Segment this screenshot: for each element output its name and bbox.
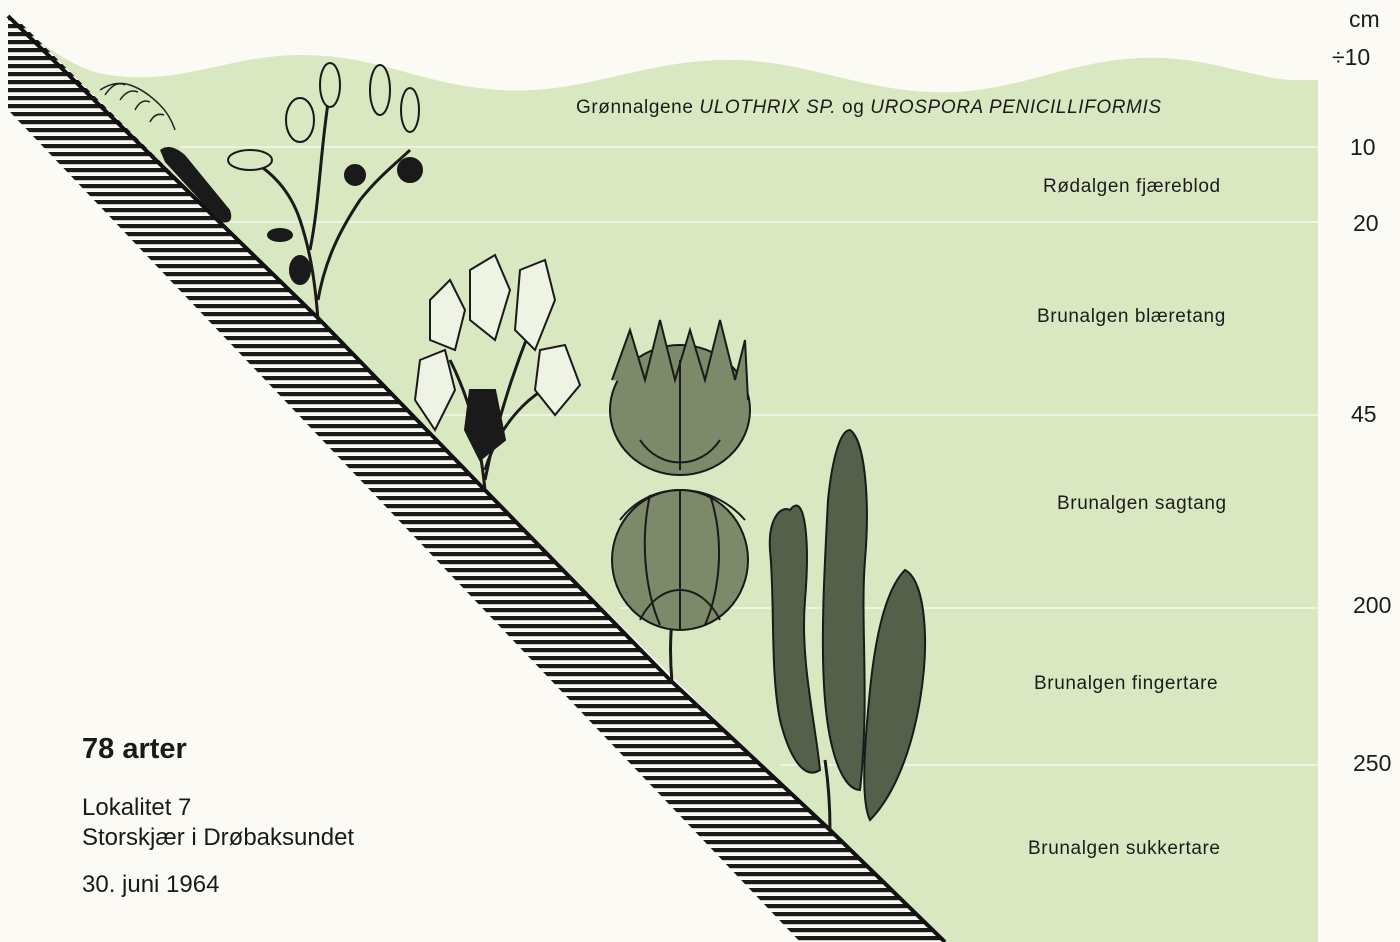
species-count: 78 arter: [82, 733, 187, 766]
zone-label-fjaereblod: Rødalgen fjæreblod: [1043, 176, 1221, 198]
locality-line-1: Lokalitet 7: [82, 793, 354, 823]
zone-label-species-1: ULOTHRIX SP.: [699, 97, 836, 118]
depth-mark: 250: [1353, 750, 1391, 777]
locality: Lokalitet 7 Storskjær i Drøbaksundet: [82, 793, 354, 853]
zone-label-sukkertare: Brunalgen sukkertare: [1028, 838, 1221, 860]
depth-mark: 200: [1353, 592, 1391, 619]
depth-mark: 45: [1351, 401, 1377, 428]
depth-unit-label: cm: [1349, 6, 1380, 33]
depth-mark: ÷10: [1332, 44, 1370, 71]
survey-date: 30. juni 1964: [82, 871, 219, 899]
zone-label-sagtang: Brunalgen sagtang: [1057, 493, 1227, 515]
depth-mark: 10: [1350, 134, 1376, 161]
zone-label-prefix: Grønnalgene: [576, 97, 694, 118]
zone-label-fingertare: Brunalgen fingertare: [1034, 673, 1218, 695]
zone-label-green-algae: Grønnalgene ULOTHRIX SP. og UROSPORA PEN…: [576, 97, 1162, 119]
locality-line-2: Storskjær i Drøbaksundet: [82, 823, 354, 853]
depth-mark: 20: [1353, 210, 1379, 237]
zone-label-joiner: og: [842, 97, 864, 118]
zone-label-blaeretang: Brunalgen blæretang: [1037, 306, 1226, 328]
zone-label-species-2: UROSPORA PENICILLIFORMIS: [870, 97, 1161, 118]
